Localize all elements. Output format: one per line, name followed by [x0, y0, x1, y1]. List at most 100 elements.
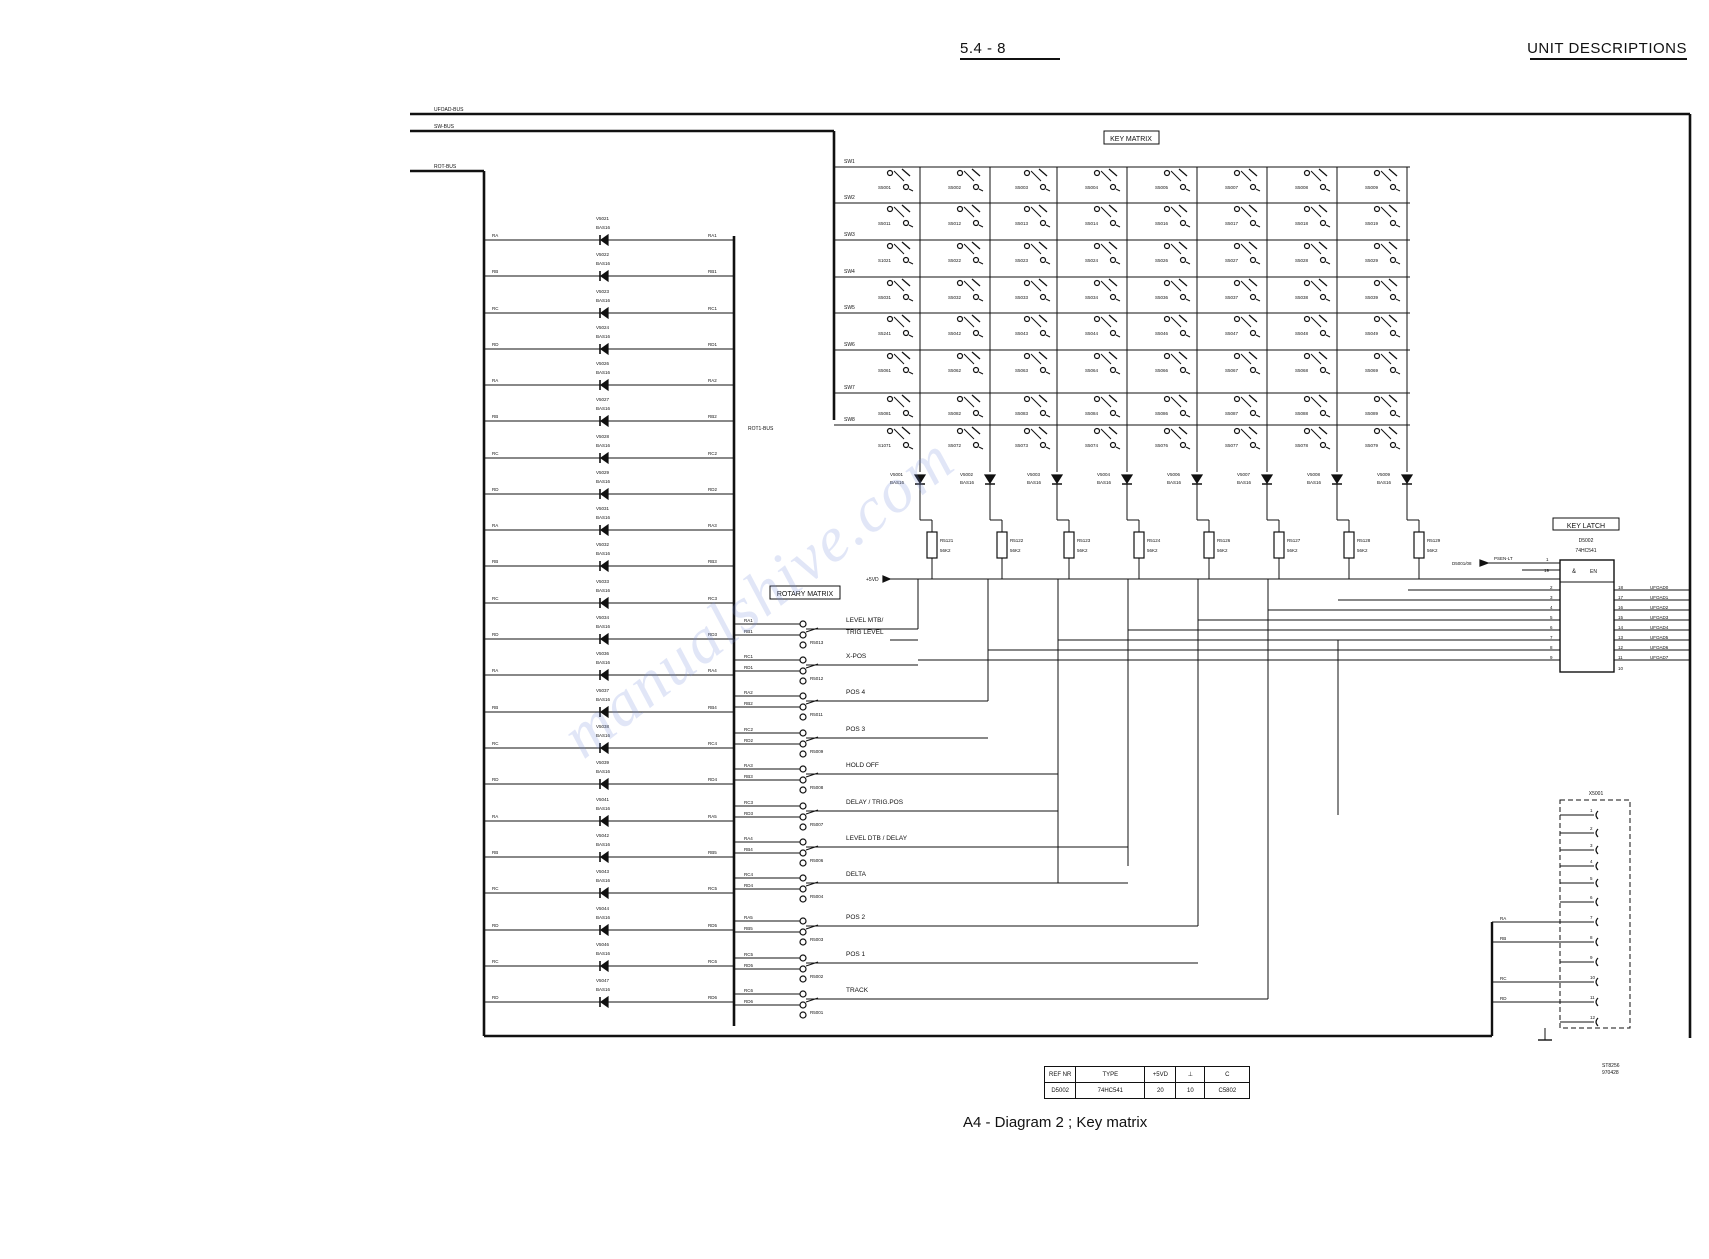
switch-ref: S5034	[1085, 295, 1099, 300]
switch-contact	[1249, 409, 1257, 417]
switch-tap	[1395, 334, 1401, 338]
rotary-signal-label: RD	[492, 995, 499, 1000]
rotary-signal-label: RB	[492, 559, 498, 564]
switch-tap	[978, 261, 984, 265]
switch-ref: S5066	[1155, 368, 1169, 373]
switch-contact	[1093, 205, 1101, 213]
encoder-contact	[799, 703, 807, 711]
pin-label: 11	[1618, 655, 1623, 660]
diode-type: BAS16	[596, 334, 611, 339]
switch-tap	[1185, 334, 1191, 338]
diode-type: BAS16	[596, 443, 611, 448]
switch-contact	[1233, 205, 1241, 213]
switch-lever	[1100, 316, 1112, 328]
switch-contact	[886, 279, 894, 287]
switch-ref: S5068	[1295, 368, 1309, 373]
switch-contact	[1109, 329, 1117, 337]
switch-lever	[1240, 243, 1252, 255]
switch-tap	[978, 298, 984, 302]
encoder-contact	[799, 776, 807, 784]
switch-lever	[1030, 243, 1042, 255]
rotary-signal-label: RD6	[708, 995, 717, 1000]
encoder-contact	[799, 620, 807, 628]
switch-actuator	[1318, 426, 1328, 435]
bus-label: ROT-BUS	[434, 164, 457, 170]
switch-lever	[1310, 396, 1322, 408]
switch-lever	[1100, 170, 1112, 182]
encoder-ref: R5003	[810, 937, 824, 942]
rotary-signal-label: RB	[492, 705, 498, 710]
diode-type: BAS16	[1167, 480, 1182, 485]
switch-lever	[1240, 428, 1252, 440]
switch-lever	[1170, 243, 1182, 255]
switch-contact	[1389, 366, 1397, 374]
diode-type: BAS16	[1027, 480, 1042, 485]
encoder-ref: R5002	[810, 974, 824, 979]
switch-tap	[978, 224, 984, 228]
resistor-ref: R5126	[1217, 538, 1231, 543]
switch-actuator	[1108, 394, 1118, 403]
rotary-signal-label: RD	[492, 487, 499, 492]
switch-actuator	[1388, 168, 1398, 177]
diode-type: BAS16	[596, 660, 611, 665]
switch-ref: S5067	[1225, 368, 1239, 373]
switch-contact	[1093, 279, 1101, 287]
switch-contact	[972, 256, 980, 264]
switch-tap	[1045, 298, 1051, 302]
switch-tap	[978, 371, 984, 375]
switch-lever	[893, 206, 905, 218]
switch-lever	[893, 170, 905, 182]
encoder-contact	[799, 692, 807, 700]
switch-contact	[1319, 409, 1327, 417]
encoder-contact	[799, 874, 807, 882]
switch-lever	[1240, 206, 1252, 218]
resistor-ref: R5123	[1077, 538, 1091, 543]
encoder-pin-label: RD3	[744, 811, 753, 816]
switch-ref: S5014	[1085, 221, 1099, 226]
pin-label: 13	[1618, 635, 1624, 640]
encoder-pin-label: RD1	[744, 665, 753, 670]
switch-contact	[972, 366, 980, 374]
ic-table-cell: C5802	[1204, 1082, 1251, 1099]
switch-actuator	[901, 278, 911, 287]
connector-signal-label: RC	[1500, 976, 1507, 981]
encoder-pin-label: RB5	[744, 926, 753, 931]
switch-lever	[1310, 316, 1322, 328]
encoder-label: HOLD OFF	[846, 762, 879, 769]
switch-actuator	[1108, 278, 1118, 287]
switch-ref: S5047	[1225, 331, 1239, 336]
connector-pin-label: 1	[1590, 808, 1593, 813]
switch-actuator	[971, 394, 981, 403]
switch-lever	[1380, 316, 1392, 328]
diode-type: BAS16	[960, 480, 975, 485]
switch-tap	[1395, 298, 1401, 302]
switch-lever	[1240, 280, 1252, 292]
switch-contact	[886, 169, 894, 177]
switch-tap	[1115, 298, 1121, 302]
switch-contact	[902, 366, 910, 374]
diode-type: BAS16	[596, 878, 611, 883]
encoder-pin-label: RB4	[744, 847, 753, 852]
switch-ref: S5007	[1225, 185, 1239, 190]
switch-ref: S5078	[1295, 443, 1309, 448]
switch-actuator	[901, 394, 911, 403]
switch-lever	[893, 353, 905, 365]
switch-lever	[1240, 170, 1252, 182]
switch-actuator	[1388, 394, 1398, 403]
switch-actuator	[1038, 204, 1048, 213]
switch-contact	[886, 395, 894, 403]
latch-output-label: UFOAD6	[1650, 645, 1669, 650]
switch-tap	[1255, 414, 1261, 418]
rotary-diode	[599, 995, 609, 1009]
switch-contact	[1303, 242, 1311, 250]
diode-type: BAS16	[596, 769, 611, 774]
encoder-pin-label: RA2	[744, 690, 753, 695]
switch-ref: S5086	[1155, 411, 1169, 416]
encoder-pin-label: RC6	[744, 988, 753, 993]
pin-label: 1	[1546, 557, 1549, 562]
rotary-signal-label: RC	[492, 596, 499, 601]
switch-tap	[1185, 261, 1191, 265]
switch-actuator	[1178, 394, 1188, 403]
